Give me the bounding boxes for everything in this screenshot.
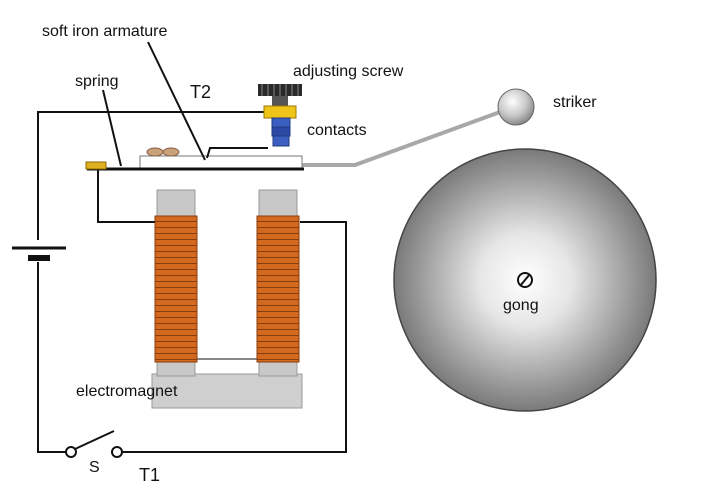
wire-switch-right: [122, 221, 347, 453]
armature-pointer: [147, 41, 206, 161]
label-electromagnet: electromagnet: [76, 383, 178, 400]
armature-rivets: [146, 147, 180, 157]
electromagnet-base: [151, 373, 303, 409]
left-coil: [154, 215, 198, 363]
spring-tab: [85, 161, 107, 170]
switch: [65, 430, 123, 458]
left-core-bottom: [156, 361, 196, 377]
left-core-top: [156, 189, 196, 217]
adjusting-screw: [258, 84, 302, 106]
gong-center-symbol: [517, 272, 533, 288]
wire-top-left: [37, 111, 268, 240]
label-contacts: contacts: [307, 122, 367, 139]
label-adjusting-screw: adjusting screw: [293, 63, 404, 80]
label-striker: striker: [553, 94, 597, 111]
striker-arm: [302, 110, 501, 167]
label-t2: T2: [190, 82, 211, 102]
striker: [497, 88, 535, 126]
contact-holder: [263, 105, 297, 119]
spring-pointer: [102, 89, 122, 167]
right-core-top: [258, 189, 298, 217]
wire-left-bottom: [37, 262, 66, 453]
t2-marker: [206, 147, 268, 159]
right-coil: [256, 215, 300, 363]
label-switch: S: [89, 459, 100, 476]
battery: [12, 246, 66, 261]
contacts: [271, 117, 291, 147]
electromagnet: [151, 189, 303, 409]
label-t1: T1: [139, 465, 160, 485]
wire-spring-coil: [97, 170, 155, 223]
soft-iron-armature: [139, 155, 303, 169]
label-gong: gong: [503, 297, 539, 314]
right-core-bottom: [258, 361, 298, 377]
label-spring: spring: [75, 73, 119, 90]
label-soft-iron-armature: soft iron armature: [42, 23, 167, 40]
